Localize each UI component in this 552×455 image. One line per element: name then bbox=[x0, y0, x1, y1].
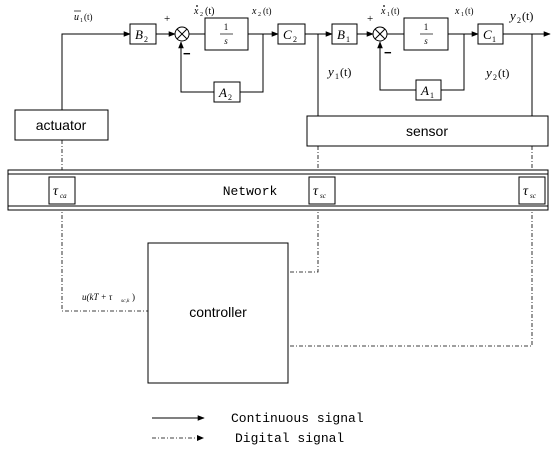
signal-label-xdot2: x 2 (t) bbox=[193, 5, 214, 18]
summing-junction-2 bbox=[174, 26, 190, 42]
svg-text:(t): (t) bbox=[465, 6, 474, 16]
svg-text:): ) bbox=[132, 292, 135, 302]
svg-text:(t): (t) bbox=[84, 12, 93, 22]
svg-text:1: 1 bbox=[430, 91, 434, 100]
signal-label-xdot1: x 1 (t) bbox=[380, 5, 400, 18]
digital-wiring bbox=[61, 140, 533, 347]
svg-text:(t): (t) bbox=[340, 65, 351, 79]
svg-text:x: x bbox=[380, 6, 386, 17]
svg-text:x: x bbox=[193, 6, 199, 17]
delay-box-tau-ca: τ ca bbox=[48, 176, 76, 205]
svg-text:1: 1 bbox=[424, 22, 429, 32]
svg-text:2: 2 bbox=[493, 73, 497, 82]
signal-label-y1: y 1 (t) bbox=[326, 64, 351, 81]
legend: Continuous signal Digital signal bbox=[152, 411, 364, 446]
sensor-box: sensor bbox=[306, 115, 549, 147]
gain-block-c1: C 1 bbox=[477, 23, 504, 45]
summing-junction-1 bbox=[372, 26, 388, 42]
controller-box: controller bbox=[147, 242, 289, 384]
network-band: Network bbox=[7, 169, 549, 211]
svg-text:τ: τ bbox=[53, 184, 59, 199]
legend-continuous-label: Continuous signal bbox=[231, 411, 364, 426]
plus-sign-summer-1: + bbox=[367, 13, 373, 25]
svg-text:(t): (t) bbox=[205, 6, 214, 17]
svg-text:controller: controller bbox=[189, 304, 247, 320]
integrator-block-1: 1 s bbox=[403, 17, 449, 51]
svg-text:2: 2 bbox=[293, 35, 297, 44]
svg-text:2: 2 bbox=[258, 12, 261, 18]
delay-box-tau-sc-right: τ sc bbox=[518, 176, 546, 205]
minus-sign-summer-2: − bbox=[183, 46, 191, 61]
svg-text:u(kT + τ: u(kT + τ bbox=[82, 292, 113, 302]
signal-label-x1: x 1 (t) bbox=[454, 6, 474, 18]
gain-block-b2: B 2 bbox=[129, 23, 157, 45]
svg-text:1: 1 bbox=[224, 22, 229, 32]
svg-text:u: u bbox=[74, 12, 79, 23]
svg-text:τ: τ bbox=[313, 184, 319, 199]
svg-text:τ: τ bbox=[523, 184, 529, 199]
svg-text:1: 1 bbox=[335, 72, 339, 81]
svg-text:C: C bbox=[283, 27, 292, 42]
gain-block-b1: B 1 bbox=[331, 23, 358, 45]
svg-text:Network: Network bbox=[223, 184, 278, 199]
svg-text:y: y bbox=[326, 64, 334, 79]
svg-text:2: 2 bbox=[517, 16, 521, 25]
svg-text:1: 1 bbox=[80, 18, 83, 24]
minus-sign-summer-1: − bbox=[384, 45, 392, 60]
svg-text:(t): (t) bbox=[522, 9, 533, 23]
svg-text:C: C bbox=[483, 27, 492, 42]
svg-text:1: 1 bbox=[387, 12, 390, 18]
svg-text:2: 2 bbox=[144, 35, 148, 44]
legend-digital-label: Digital signal bbox=[235, 431, 344, 446]
svg-text:(t): (t) bbox=[498, 66, 509, 80]
svg-text:1: 1 bbox=[461, 12, 464, 18]
signal-label-y2-output: y 2 (t) bbox=[508, 8, 533, 25]
svg-text:2: 2 bbox=[228, 93, 232, 102]
svg-text:2: 2 bbox=[200, 12, 203, 18]
svg-text:s: s bbox=[424, 36, 428, 46]
svg-text:A: A bbox=[218, 85, 227, 100]
svg-text:y: y bbox=[508, 8, 516, 23]
svg-text:x: x bbox=[251, 6, 257, 17]
gain-block-a1: A 1 bbox=[415, 79, 442, 101]
signal-label-x2: x 2 (t) bbox=[251, 6, 272, 18]
svg-text:1: 1 bbox=[346, 35, 350, 44]
svg-text:y: y bbox=[484, 65, 492, 80]
signal-label-y2-feedback: y 2 (t) bbox=[484, 65, 509, 82]
svg-text:sc,k: sc,k bbox=[121, 298, 130, 304]
svg-text:x: x bbox=[454, 6, 460, 17]
svg-text:1: 1 bbox=[492, 35, 496, 44]
svg-text:ca: ca bbox=[60, 192, 67, 200]
svg-text:s: s bbox=[224, 36, 228, 46]
svg-text:sc: sc bbox=[320, 192, 327, 200]
svg-text:(t): (t) bbox=[263, 6, 272, 16]
gain-block-c2: C 2 bbox=[277, 23, 306, 45]
svg-text:(t): (t) bbox=[391, 6, 400, 16]
continuous-wiring bbox=[61, 31, 551, 116]
signal-label-u1: u 1 (t) bbox=[74, 10, 93, 24]
delay-box-tau-sc-middle: τ sc bbox=[308, 176, 336, 205]
gain-block-a2: A 2 bbox=[213, 81, 241, 103]
actuator-box: actuator bbox=[14, 109, 109, 141]
svg-text:B: B bbox=[337, 27, 345, 42]
svg-text:A: A bbox=[420, 83, 429, 98]
signal-label-u-ctrl: u(kT + τ sc,k ) bbox=[82, 292, 135, 304]
integrator-block-2: 1 s bbox=[204, 17, 249, 51]
plus-sign-summer-2: + bbox=[164, 13, 170, 25]
svg-text:sensor: sensor bbox=[406, 123, 448, 139]
svg-text:sc: sc bbox=[530, 192, 537, 200]
svg-text:actuator: actuator bbox=[36, 117, 87, 133]
svg-text:B: B bbox=[135, 27, 143, 42]
